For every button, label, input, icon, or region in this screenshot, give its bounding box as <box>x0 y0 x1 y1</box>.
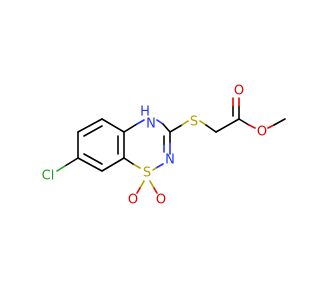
structure-diagram: Cl H N S N S O O O O <box>42 84 286 208</box>
bond <box>132 163 141 169</box>
molecule-structure: Cl H N S N S O O O O <box>42 84 286 208</box>
atom-o-carbonyl: O <box>234 84 244 99</box>
atom-cl: Cl <box>42 169 55 184</box>
bond <box>199 120 207 126</box>
bond-to-cl <box>64 157 79 167</box>
bond-cl-part <box>56 165 66 172</box>
bond <box>101 157 125 172</box>
bond <box>77 157 103 172</box>
bond <box>101 118 125 133</box>
bond <box>155 163 164 169</box>
bond <box>156 119 164 125</box>
bond <box>136 119 145 125</box>
bond <box>162 123 171 133</box>
thiadiazine-ring <box>123 119 171 171</box>
benzene-ring <box>77 118 125 172</box>
bond <box>267 124 275 129</box>
bond <box>123 157 134 165</box>
bond <box>273 118 286 126</box>
bond <box>181 120 189 126</box>
atom-o-sulfonyl-2: O <box>156 193 166 208</box>
bond <box>248 124 256 129</box>
bond <box>238 118 250 126</box>
atom-o-ester: O <box>257 125 267 140</box>
atom-n-ring: N <box>165 153 175 168</box>
bond <box>169 124 183 133</box>
atom-nh-h: H <box>140 105 150 120</box>
atom-nh-n: N <box>146 117 156 132</box>
s-o-bond <box>149 180 155 189</box>
bond <box>123 123 138 133</box>
double-bond-inner <box>83 153 103 165</box>
s-o-bond <box>136 187 141 194</box>
bond <box>215 118 240 133</box>
s-o-bond <box>139 180 145 189</box>
atom-s-sulfonyl: S <box>143 166 151 181</box>
atom-o-sulfonyl-1: O <box>128 193 138 208</box>
double-bond-inner <box>83 125 103 137</box>
bond <box>152 167 157 171</box>
bond <box>77 118 103 133</box>
bond <box>205 124 217 133</box>
s-o-bond <box>153 187 158 194</box>
atom-s-thioether: S <box>190 115 198 130</box>
